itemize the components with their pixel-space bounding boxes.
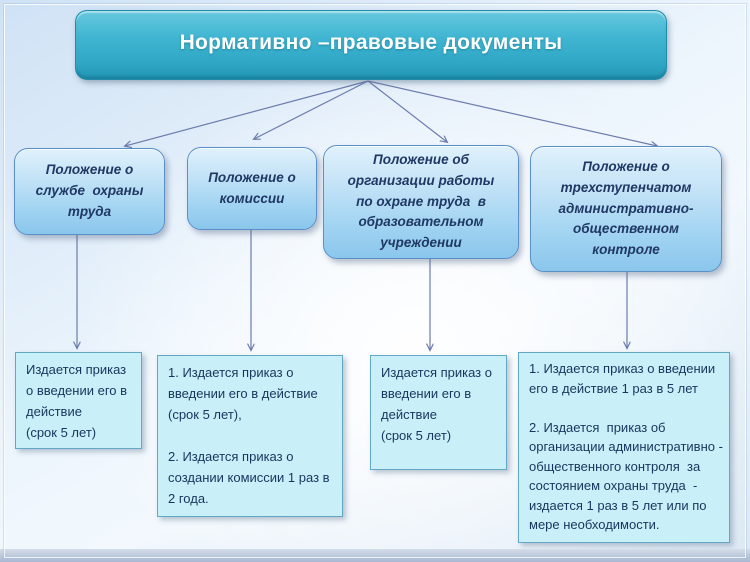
node-labor-safety-service: Положение о службе охраны труда — [14, 148, 165, 235]
node-three-step-control: Положение о трехступенчатом администрати… — [530, 146, 722, 272]
node-label: Положение об организации работы по охран… — [347, 151, 495, 251]
arrow-title-to-node0 — [125, 80, 369, 146]
diagram-title-box: Нормативно –правовые документы — [75, 10, 667, 80]
leaf-order-organization: Издается приказ о введении его в действи… — [370, 355, 507, 470]
arrow-title-to-node1 — [254, 80, 369, 139]
leaf-order-service: Издается приказ о введении его в действи… — [15, 352, 142, 449]
node-label: Положение о трехступенчатом администрати… — [558, 158, 694, 258]
arrow-title-to-node2 — [367, 80, 447, 142]
node-commission: Положение о комиссии — [187, 147, 317, 230]
node-label: Положение о комиссии — [208, 169, 296, 206]
node-label: Положение о службе охраны труда — [35, 162, 144, 219]
leaf-order-control: 1. Издается приказ о введении его в дейс… — [518, 352, 730, 543]
leaf-order-commission: 1. Издается приказ о введении его в дейс… — [157, 355, 343, 517]
diagram-title: Нормативно –правовые документы — [179, 31, 563, 54]
arrow-title-to-node3 — [367, 80, 657, 146]
slide-bottom-edge — [0, 549, 750, 562]
node-work-organization: Положение об организации работы по охран… — [323, 145, 519, 259]
